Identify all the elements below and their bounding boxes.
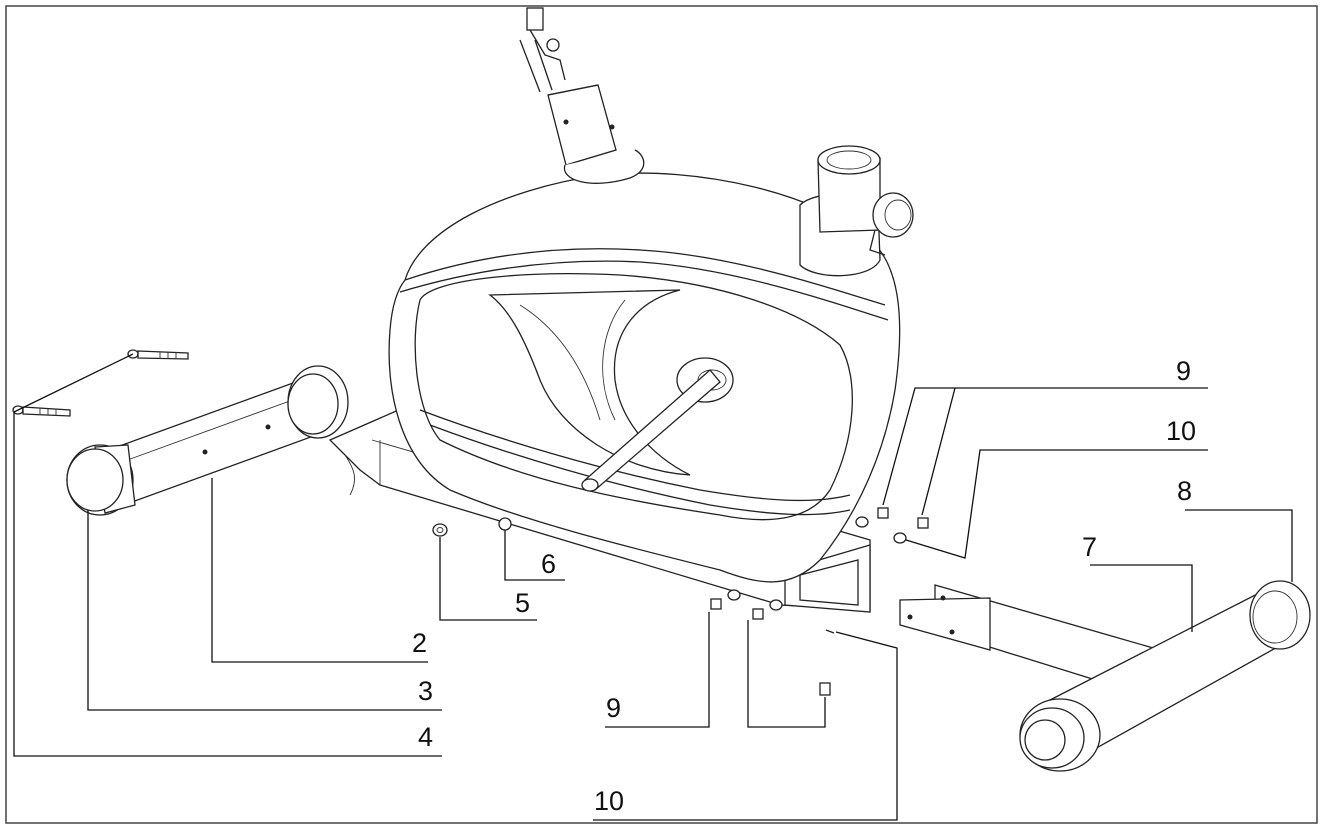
leader-lines (13, 353, 1293, 821)
callout-4: 4 (418, 722, 433, 752)
rear-stabilizer (899, 580, 1311, 772)
nut-6 (498, 517, 512, 531)
callout-3: 3 (418, 676, 433, 706)
callout-2: 2 (412, 628, 427, 658)
callout-9-bottom: 9 (606, 693, 621, 723)
callout-6: 6 (541, 549, 556, 579)
callout-8: 8 (1177, 476, 1192, 506)
callout-10-top: 10 (1166, 416, 1196, 446)
callout-labels: 2 3 4 5 6 7 8 9 10 9 10 (412, 356, 1196, 816)
washer-5 (432, 523, 448, 537)
main-body (328, 7, 914, 613)
frame-border (5, 5, 1318, 824)
hardware (432, 507, 929, 696)
callout-7: 7 (1082, 532, 1097, 562)
callout-9-top: 9 (1176, 356, 1191, 386)
front-stabilizer (12, 349, 349, 516)
callout-5: 5 (515, 588, 530, 618)
callout-10-bottom: 10 (594, 786, 624, 816)
